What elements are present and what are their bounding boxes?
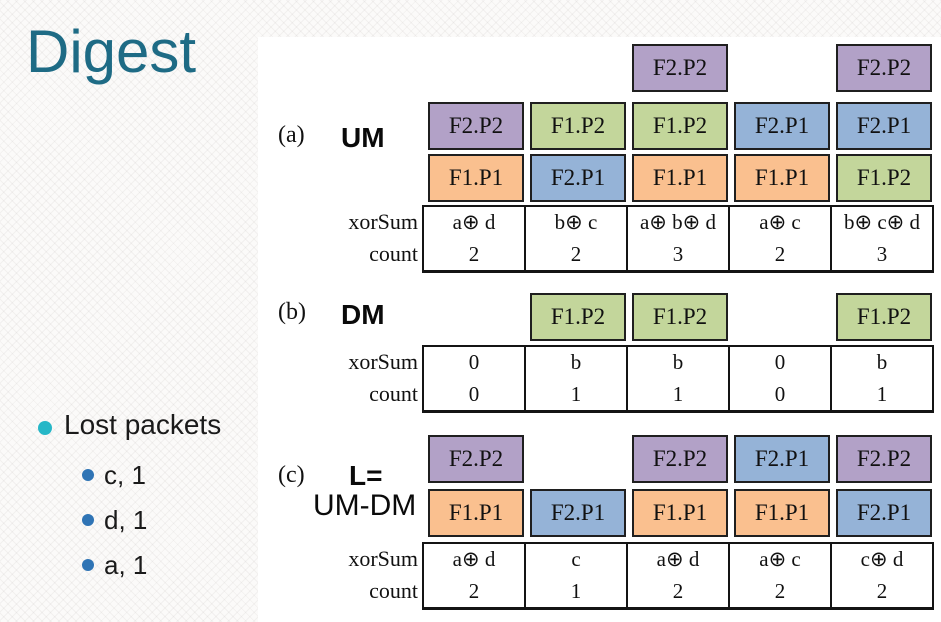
count-value: 2 bbox=[672, 578, 684, 603]
row-label-count: count bbox=[369, 578, 418, 603]
xorsum-value: b bbox=[876, 350, 888, 375]
lost-packets-heading: Lost packets bbox=[64, 409, 222, 440]
xorsum-value: b⊕ c bbox=[554, 210, 598, 235]
count-value: 3 bbox=[876, 241, 888, 266]
section-b-name: DM bbox=[341, 299, 385, 330]
packet-box: F2.P2 bbox=[836, 435, 932, 483]
table-cell: c⊕ d 2 bbox=[830, 544, 932, 607]
section-c-name-line1: L= bbox=[349, 460, 383, 491]
table-cell: b 1 bbox=[524, 347, 626, 410]
table-cell: a⊕ c 2 bbox=[728, 207, 830, 270]
bullet-dot bbox=[82, 514, 94, 526]
packet-box: F1.P1 bbox=[734, 489, 830, 537]
table-cell: a⊕ c 2 bbox=[728, 544, 830, 607]
xorsum-value: b bbox=[570, 350, 582, 375]
table-cell: 0 0 bbox=[728, 347, 830, 410]
table-cell: b 1 bbox=[830, 347, 932, 410]
packet-box: F2.P2 bbox=[632, 44, 728, 92]
packet-box: F1.P2 bbox=[530, 293, 626, 341]
xorsum-value: b bbox=[672, 350, 684, 375]
count-value: 2 bbox=[468, 241, 480, 266]
packet-box: F1.P1 bbox=[632, 154, 728, 202]
row-label-xorsum: xorSum bbox=[348, 349, 418, 374]
xorsum-value: a⊕ c bbox=[759, 547, 801, 572]
packet-box: F1.P2 bbox=[530, 102, 626, 150]
xorsum-table-a: a⊕ d 2 b⊕ c 2 a⊕ b⊕ d 3 a⊕ c 2 b⊕ c⊕ d 3 bbox=[422, 205, 934, 273]
table-cell: a⊕ d 2 bbox=[626, 544, 728, 607]
count-value: 1 bbox=[876, 381, 888, 406]
count-value: 1 bbox=[570, 578, 582, 603]
table-cell: a⊕ b⊕ d 3 bbox=[626, 207, 728, 270]
table-cell: 0 0 bbox=[424, 347, 524, 410]
packet-box: F1.P2 bbox=[836, 293, 932, 341]
bullet-dot bbox=[82, 559, 94, 571]
count-value: 2 bbox=[774, 578, 786, 603]
packet-box: F2.P1 bbox=[836, 102, 932, 150]
count-value: 2 bbox=[468, 578, 480, 603]
section-c-name-line2: UM-DM bbox=[313, 489, 417, 522]
xorsum-value: a⊕ d bbox=[452, 547, 496, 572]
lost-packet-item: a, 1 bbox=[104, 550, 148, 580]
table-cell: b 1 bbox=[626, 347, 728, 410]
packet-box: F1.P1 bbox=[632, 489, 728, 537]
count-value: 0 bbox=[468, 381, 480, 406]
table-cell: b⊕ c⊕ d 3 bbox=[830, 207, 932, 270]
row-label-count: count bbox=[369, 381, 418, 406]
row-label-count: count bbox=[369, 241, 418, 266]
lost-packet-item: d, 1 bbox=[104, 505, 148, 535]
packet-box: F1.P2 bbox=[632, 102, 728, 150]
count-value: 0 bbox=[774, 381, 786, 406]
packet-box: F1.P1 bbox=[428, 154, 524, 202]
count-value: 1 bbox=[570, 381, 582, 406]
packet-box: F2.P1 bbox=[734, 102, 830, 150]
section-c-tag: (c) bbox=[278, 462, 305, 488]
count-value: 1 bbox=[672, 381, 684, 406]
packet-box: F2.P2 bbox=[836, 44, 932, 92]
xorsum-value: 0 bbox=[774, 350, 786, 375]
xorsum-table-b: 0 0 b 1 b 1 0 0 b 1 bbox=[422, 345, 934, 413]
table-cell: b⊕ c 2 bbox=[524, 207, 626, 270]
packet-box: F2.P2 bbox=[428, 435, 524, 483]
bullet-dot bbox=[38, 421, 52, 435]
packet-box: F2.P2 bbox=[428, 102, 524, 150]
count-value: 2 bbox=[774, 241, 786, 266]
packet-box: F2.P1 bbox=[836, 489, 932, 537]
count-value: 3 bbox=[672, 241, 684, 266]
packet-box: F2.P1 bbox=[530, 489, 626, 537]
count-value: 2 bbox=[876, 578, 888, 603]
xorsum-value: c⊕ d bbox=[860, 547, 904, 572]
table-cell: a⊕ d 2 bbox=[424, 544, 524, 607]
bullet-dot bbox=[82, 469, 94, 481]
section-a-tag: (a) bbox=[278, 122, 305, 148]
xorsum-table-c: a⊕ d 2 c 1 a⊕ d 2 a⊕ c 2 c⊕ d 2 bbox=[422, 542, 934, 610]
packet-box: F2.P1 bbox=[530, 154, 626, 202]
xorsum-value: c bbox=[571, 547, 581, 572]
xorsum-value: a⊕ d bbox=[656, 547, 700, 572]
packet-box: F1.P1 bbox=[428, 489, 524, 537]
table-cell: a⊕ d 2 bbox=[424, 207, 524, 270]
xorsum-value: 0 bbox=[468, 350, 480, 375]
packet-box: F2.P2 bbox=[632, 435, 728, 483]
row-label-xorsum: xorSum bbox=[348, 546, 418, 571]
packet-box: F1.P2 bbox=[836, 154, 932, 202]
packet-box: F1.P1 bbox=[734, 154, 830, 202]
section-a-name: UM bbox=[341, 122, 385, 153]
xorsum-value: a⊕ c bbox=[759, 210, 801, 235]
xorsum-value: a⊕ b⊕ d bbox=[639, 210, 716, 235]
count-value: 2 bbox=[570, 241, 582, 266]
table-cell: c 1 bbox=[524, 544, 626, 607]
xorsum-value: a⊕ d bbox=[452, 210, 496, 235]
slide-title: Digest bbox=[26, 18, 197, 85]
row-label-xorsum: xorSum bbox=[348, 209, 418, 234]
lost-packet-item: c, 1 bbox=[104, 460, 146, 490]
section-b-tag: (b) bbox=[278, 299, 306, 325]
packet-box: F2.P1 bbox=[734, 435, 830, 483]
xorsum-value: b⊕ c⊕ d bbox=[843, 210, 920, 235]
packet-box: F1.P2 bbox=[632, 293, 728, 341]
